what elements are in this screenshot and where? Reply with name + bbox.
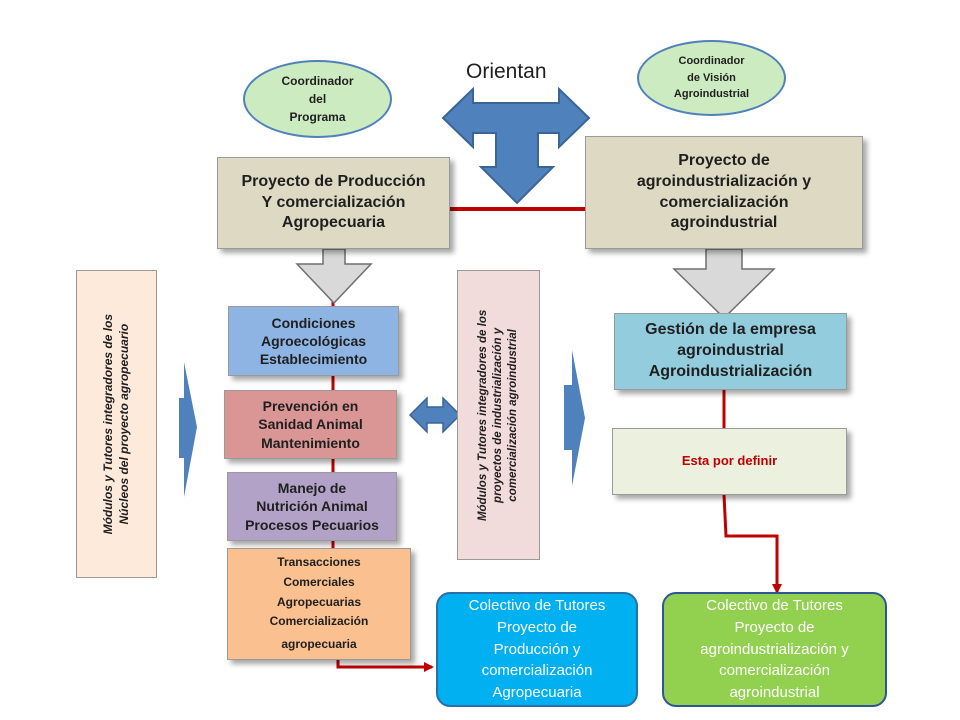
coordinator-vision-line: Coordinador [678,55,745,68]
collective-agroindustrial-line: agroindustrialización y [700,640,849,658]
collective-produccion-line: Proyecto de [496,618,578,636]
modules-middle-vertical-box: Módulos y Tutores integradores de los pr… [457,270,540,560]
step-transacciones-line: Agropecuarias [276,594,362,609]
down-arrow-agroindustrial-icon [672,248,776,320]
right-chevron-left-block [179,398,185,458]
orientan-label: Orientan [466,60,547,83]
collective-agroindustrial-line: agroindustrial [729,684,820,702]
step-transacciones-line: Comercialización [269,614,369,629]
right-chevron-right-icon [572,350,585,486]
modules-left-line: Módulos y Tutores integradores de los [101,313,116,535]
coordinator-vision-line: de Visión [687,71,736,84]
step-prevencion-line: Mantenimiento [261,434,360,451]
project-agroindustrial-line: comercialización [659,193,789,211]
project-agroindustrial-line: Proyecto de [678,151,770,169]
gestion-line: Agroindustrialización [648,362,813,380]
coordinator-vision-ellipse: Coordinador de Visión Agroindustrial [637,40,786,116]
collective-produccion-line: Colectivo de Tutores [468,597,606,615]
collective-agroindustrial-line: Colectivo de Tutores [706,597,843,615]
step-manejo-box: Manejo de Nutrición Animal Procesos Pecu… [227,472,397,541]
step-condiciones-line: Establecimiento [259,351,368,368]
project-produccion-line: Agropecuaria [281,214,386,232]
connector-to-collective-agroindustrial [722,494,782,594]
step-condiciones-line: Agroecológicas [260,332,367,349]
modules-left-vertical-box: Módulos y Tutores integradores de los Nú… [76,270,157,578]
right-chevron-right-block [564,385,573,450]
modules-left-line: Núcleos del proyecto agropecuario [117,323,132,525]
step-manejo-line: Nutrición Animal [256,498,368,515]
project-agroindustrial-line: agroindustrialización y [636,172,812,190]
por-definir-text: Esta por definir [681,453,778,469]
project-produccion-line: Proyecto de Producción [241,172,426,190]
collective-agroindustrial-line: Proyecto de [734,618,815,636]
project-agroindustrial-box: Proyecto de agroindustrialización y come… [585,136,863,249]
project-produccion-line: Y comercialización [261,193,406,211]
collective-produccion-box: Colectivo de Tutores Proyecto de Producc… [436,592,638,707]
step-transacciones-line: Transacciones [277,555,361,569]
coordinator-vision-line: Agroindustrial [673,88,750,101]
modules-middle-line: comercialización agroindustrial [506,328,519,502]
collective-agroindustrial-box: Colectivo de Tutores Proyecto de agroind… [662,592,887,707]
modules-middle-line: proyectos de industrialización y [492,327,505,503]
coordinator-program-line: Programa [289,110,346,124]
step-transacciones-box: Transacciones Comerciales Agropecuarias … [227,548,411,660]
step-transacciones-line: Comerciales [283,574,355,589]
collective-agroindustrial-line: comercialización [719,662,830,680]
gestion-line: Gestión de la empresa [645,321,816,339]
project-produccion-box: Proyecto de Producción Y comercializació… [217,157,450,249]
step-manejo-line: Manejo de [277,480,347,497]
right-chevron-left-icon [184,362,197,497]
step-prevencion-line: Sanidad Animal [258,416,363,433]
step-condiciones-line: Condiciones [271,314,356,331]
modules-middle-text: Módulos y Tutores integradores de los pr… [476,309,521,520]
connector-to-collective-produccion [336,660,434,672]
coordinator-program-line: Coordinador [281,74,354,88]
coordinator-program-line: del [308,92,327,106]
modules-left-text: Módulos y Tutores integradores de los Nú… [100,314,132,534]
step-prevencion-box: Prevención en Sanidad Animal Mantenimien… [224,390,397,459]
step-condiciones-box: Condiciones Agroecológicas Establecimien… [228,306,399,376]
por-definir-box: Esta por definir [612,428,847,495]
gestion-line: agroindustrial [677,342,784,360]
step-transacciones-line: agropecuaria [281,637,357,652]
gestion-box: Gestión de la empresa agroindustrial Agr… [614,313,847,390]
project-agroindustrial-line: agroindustrial [670,214,778,232]
step-manejo-line: Procesos Pecuarios [245,516,379,533]
orientan-t-arrow-icon [441,86,591,205]
collective-produccion-line: Producción y [493,640,581,658]
modules-middle-line: Módulos y Tutores integradores de los [477,309,490,521]
collective-produccion-line: comercialización [481,662,593,680]
double-arrow-icon [408,396,462,434]
coordinator-program-ellipse: Coordinador del Programa [243,60,392,138]
collective-produccion-line: Agropecuaria [492,684,582,702]
step-prevencion-line: Prevención en [262,398,359,415]
down-arrow-produccion-icon [295,248,373,305]
